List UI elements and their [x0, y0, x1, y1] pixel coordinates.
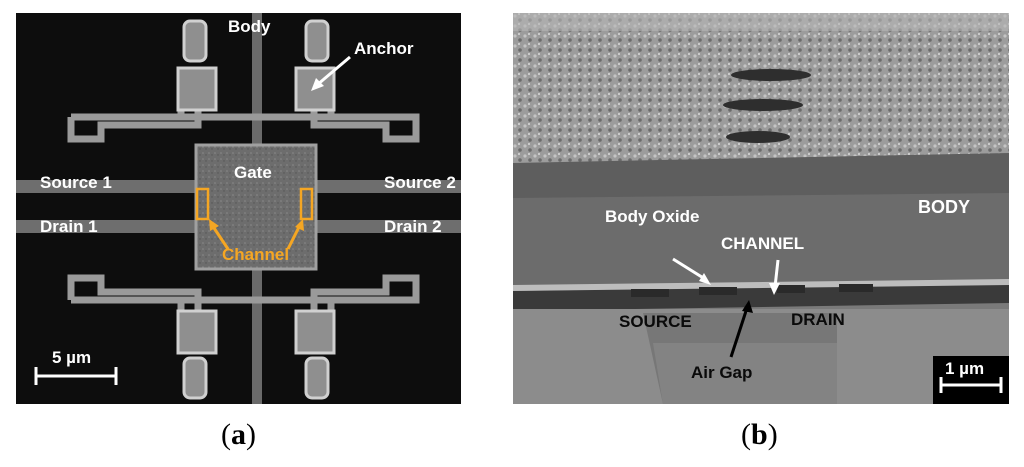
channel-arrow [773, 259, 780, 288]
label-channel: Channel [222, 245, 290, 264]
label-drain-2: Drain 2 [384, 217, 442, 236]
label-drain: DRAIN [791, 310, 845, 329]
label-channel-b: CHANNEL [721, 234, 805, 253]
label-source-1: Source 1 [40, 173, 112, 192]
channel-box-right [299, 187, 314, 221]
channel-arrow-right [286, 224, 302, 250]
label-anchor: Anchor [354, 39, 414, 58]
label-body: Body [228, 17, 271, 36]
scale-bar-b [939, 377, 1003, 393]
label-source-2: Source 2 [384, 173, 456, 192]
channel-arrow-left [210, 224, 230, 250]
label-gate: Gate [234, 163, 272, 182]
label-drain-1: Drain 1 [40, 217, 98, 236]
label-source: SOURCE [619, 312, 692, 331]
channel-box-left [195, 187, 210, 221]
label-scale-a: 5 µm [52, 348, 92, 367]
label-scale-b: 1 µm [945, 359, 985, 378]
air-gap-arrow [729, 307, 749, 358]
caption-a: (a) [221, 418, 256, 451]
label-air-gap: Air Gap [691, 363, 753, 382]
caption-b: (b) [741, 418, 778, 451]
scale-bar-b-bg [933, 356, 1009, 404]
device-micrograph [16, 13, 461, 404]
anchor-arrow [316, 55, 351, 87]
cross-section-micrograph [513, 13, 1009, 404]
label-body-oxide: Body Oxide [605, 207, 700, 226]
sem-image-top-view: Body Anchor Gate Source 1 Drain 1 Source… [16, 13, 461, 404]
body-oxide-arrow [672, 257, 706, 281]
label-body-b: BODY [918, 197, 971, 217]
scale-bar-a [34, 367, 118, 385]
sem-image-cross-section: BODY Body Oxide CHANNEL SOURCE DRAIN Air… [513, 13, 1009, 404]
